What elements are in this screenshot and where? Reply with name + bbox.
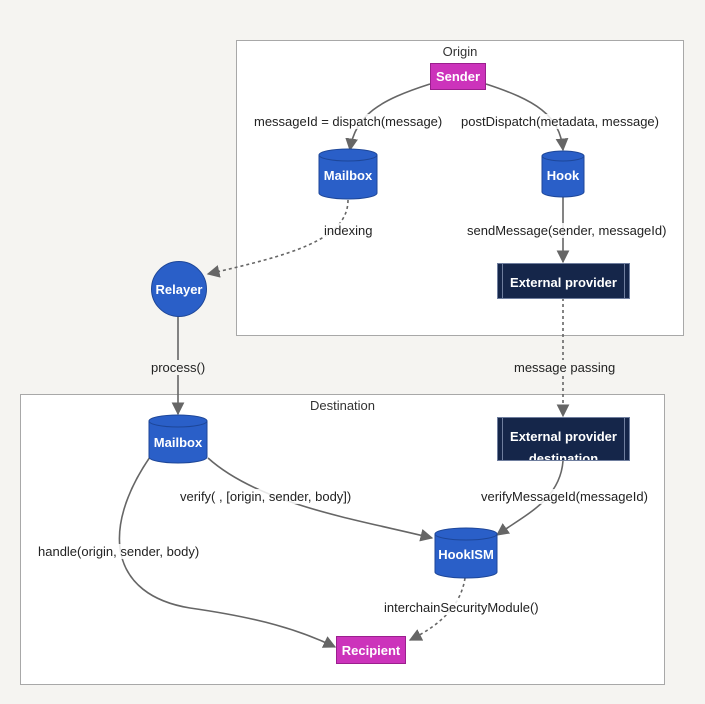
edge-provider-dest-to-hookism [495,460,564,536]
edge-label-send-message: sendMessage(sender, messageId) [466,223,668,238]
edge-label-handle: handle(origin, sender, body) [37,544,201,559]
database-cylinder-icon [541,150,585,198]
database-cylinder-icon [434,527,498,579]
destination-mailbox-node: Mailbox [148,414,208,464]
edge-label-interchain-security-module: interchainSecurityModule() [383,600,540,615]
origin-cluster-title: Origin [442,44,478,59]
origin-mailbox-node: Mailbox [318,148,378,200]
edge-label-post-dispatch: postDispatch(metadata, message) [460,114,660,129]
hookism-label: HookISM [438,547,494,562]
edge-sender-to-hook [485,83,569,152]
edge-mailbox-to-relayer [206,199,349,278]
database-cylinder-icon [318,148,378,200]
external-provider-destination-label: External provider destination [510,429,617,461]
external-provider-source-label: External provider source [510,275,617,298]
edge-label-verify: verify( , [origin, sender, body]) [179,489,353,504]
edge-dest-mailbox-to-hookism [207,457,434,542]
external-provider-source-node: External provider source [497,263,630,299]
edge-label-message-passing: message passing [513,360,617,375]
destination-mailbox-label: Mailbox [153,435,203,450]
relayer-label: Relayer [155,281,203,297]
edge-dest-mailbox-to-recipient [118,456,337,648]
origin-mailbox-label: Mailbox [323,168,373,183]
recipient-label: Recipient [341,642,401,658]
edge-label-process: process() [150,360,207,375]
relayer-node: Relayer [151,261,207,317]
sender-node: Sender [430,63,486,90]
hookism-node: HookISM [434,527,498,579]
external-provider-destination-node: External provider destination [497,417,630,461]
edge-label-dispatch: messageId = dispatch(message) [253,114,444,129]
hook-label: Hook [546,168,580,183]
recipient-node: Recipient [336,636,406,664]
hook-node: Hook [541,150,585,198]
edge-hookism-to-recipient [408,577,466,641]
database-cylinder-icon [148,414,208,464]
edge-label-indexing: indexing [323,223,374,238]
edge-sender-to-mailbox [345,83,431,152]
destination-cluster-title: Destination [309,398,376,413]
sender-label: Sender [435,69,481,84]
edge-label-verify-message-id: verifyMessageId(messageId) [480,489,649,504]
